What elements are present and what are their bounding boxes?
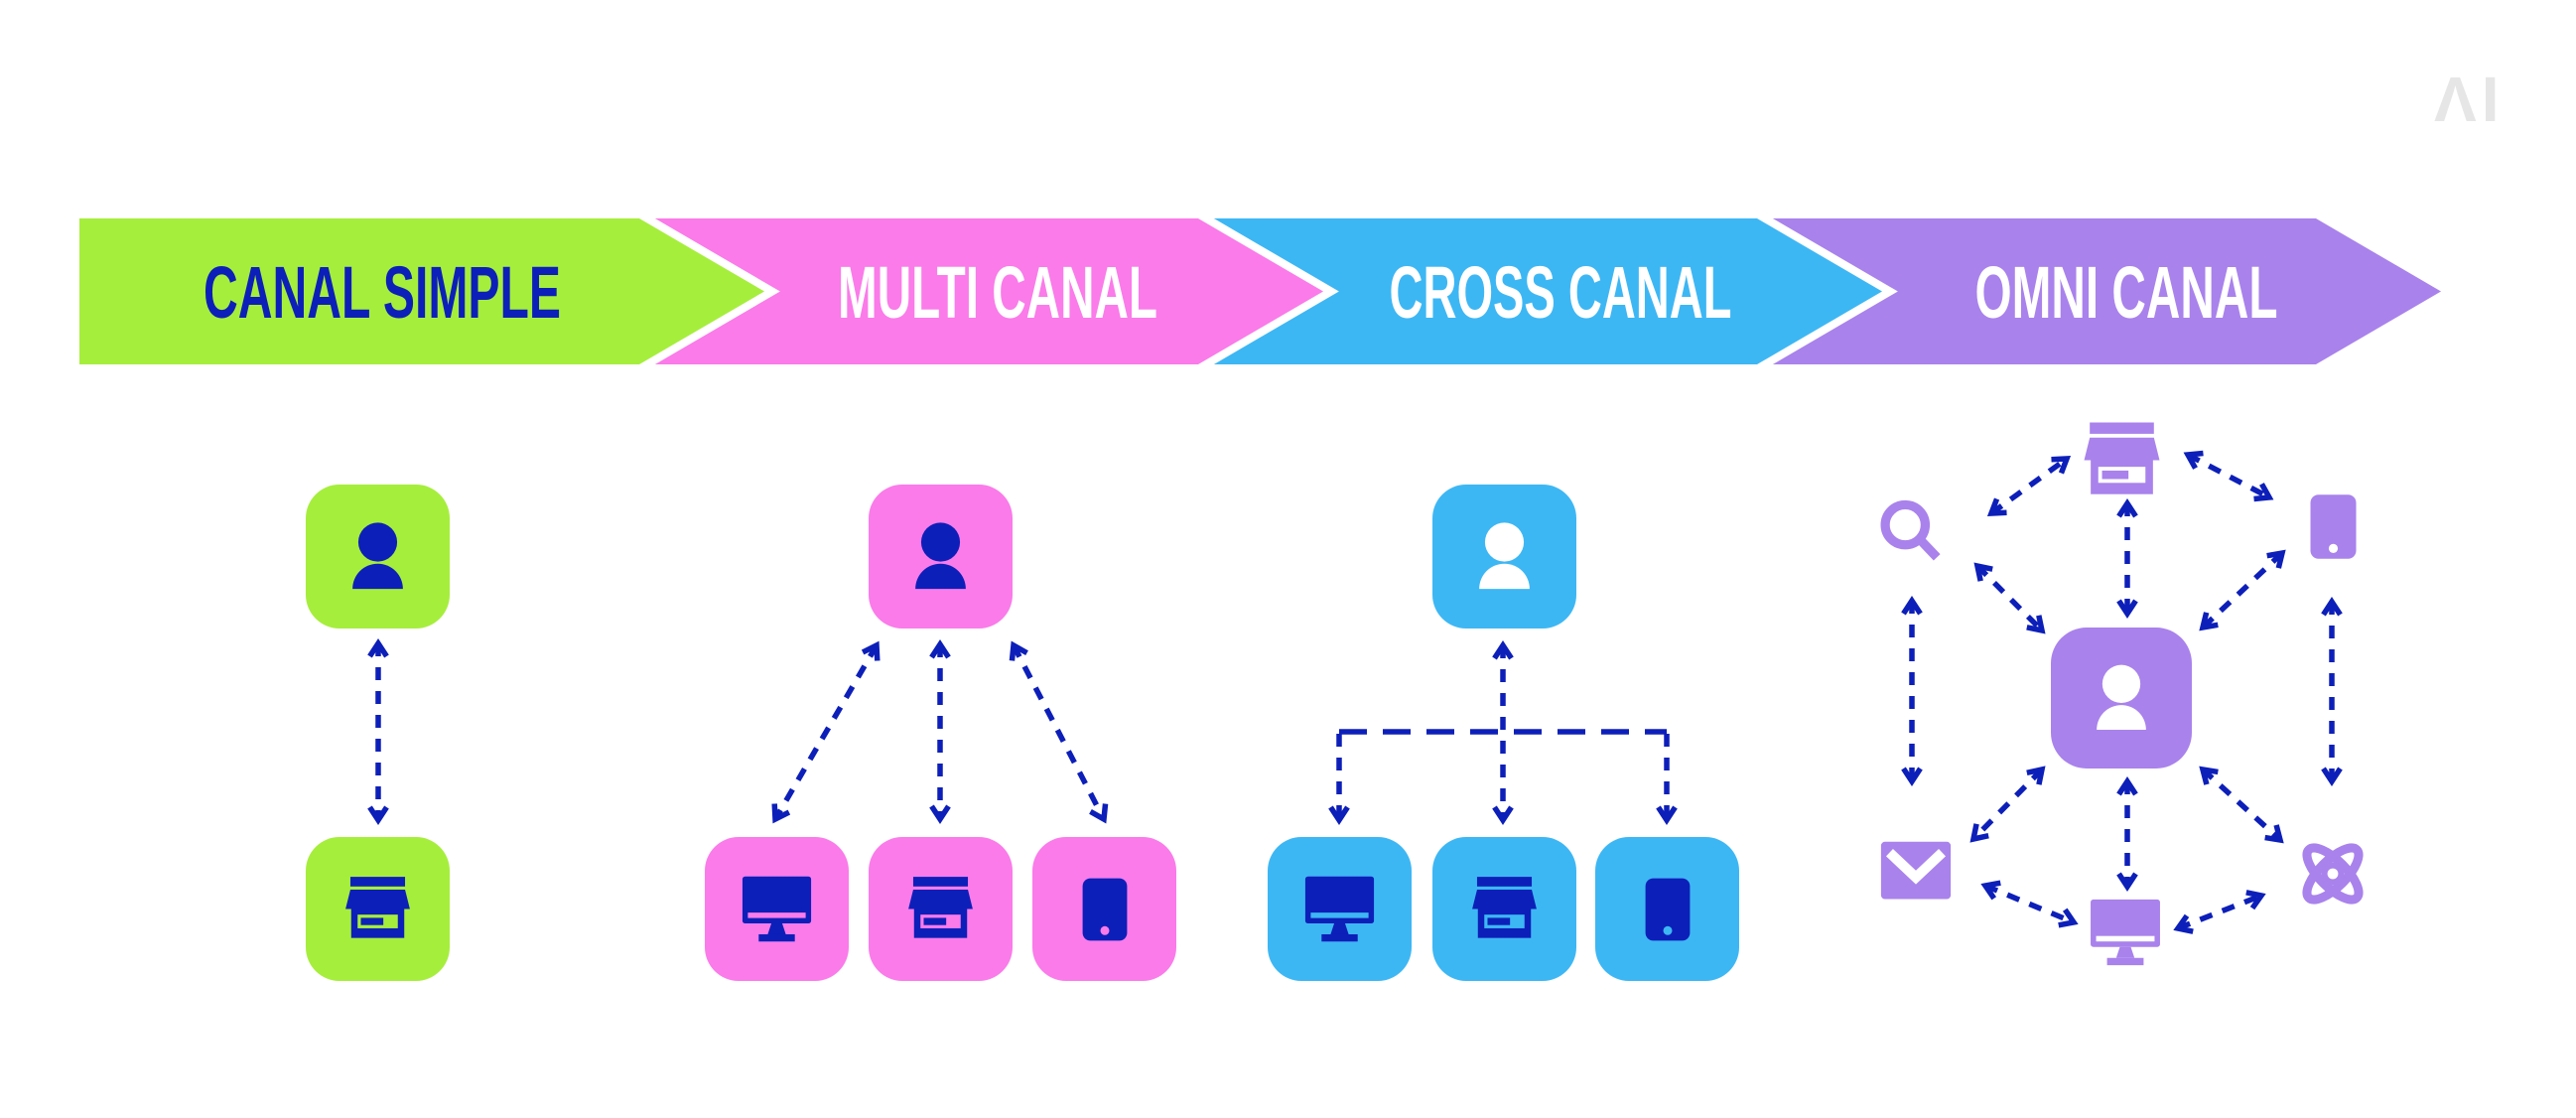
cross-phone-tile bbox=[1595, 837, 1739, 981]
phase-banner: CANAL SIMPLE MULTI CANAL CROSS CANAL OMN… bbox=[71, 218, 2457, 364]
computer-icon bbox=[732, 864, 822, 954]
arrow-omni-customer-mail bbox=[1969, 766, 2046, 843]
arrow-omni-customer-atom bbox=[2199, 766, 2284, 844]
simple-store-tile bbox=[306, 837, 450, 981]
multi-store-tile bbox=[869, 837, 1013, 981]
computer-icon bbox=[1294, 864, 1385, 954]
person-icon bbox=[869, 485, 1013, 629]
cross-store-tile bbox=[1432, 837, 1576, 981]
arrow-omni-mail-computer bbox=[1980, 880, 2079, 928]
atom-icon bbox=[2288, 829, 2377, 918]
arrow-omni-search-customer bbox=[1973, 562, 2046, 634]
simple-customer-tile bbox=[306, 485, 450, 629]
phase-arrow-canal-simple bbox=[71, 218, 780, 364]
person-icon bbox=[2051, 628, 2192, 769]
store-icon bbox=[2075, 413, 2169, 507]
person-icon bbox=[1432, 485, 1576, 629]
arrow-omni-search-store bbox=[1986, 456, 2072, 516]
multi-customer-tile bbox=[869, 485, 1013, 629]
store-icon bbox=[338, 869, 418, 949]
arrow-multi-customer-phone bbox=[1009, 640, 1109, 824]
arrow-omni-atom-computer bbox=[2173, 890, 2266, 934]
ai-logo: ΛI bbox=[2434, 64, 2505, 135]
phase-label-multi-canal: MULTI CANAL bbox=[838, 251, 1157, 334]
arrow-multi-customer-computer bbox=[771, 640, 881, 824]
omni-customer-tile bbox=[2051, 628, 2192, 769]
multi-computer-tile bbox=[705, 837, 849, 981]
multi-phone-tile bbox=[1032, 837, 1176, 981]
tablet-icon bbox=[2276, 470, 2390, 584]
phone-icon bbox=[1612, 854, 1723, 965]
cross-customer-tile bbox=[1432, 485, 1576, 629]
person-icon bbox=[306, 485, 450, 629]
store-icon bbox=[900, 869, 981, 949]
mail-icon bbox=[1877, 834, 1955, 911]
phase-label-cross-canal: CROSS CANAL bbox=[1390, 251, 1732, 334]
phone-icon bbox=[1049, 854, 1160, 965]
cross-computer-tile bbox=[1268, 837, 1412, 981]
arrow-omni-store-tablet bbox=[2183, 450, 2274, 502]
computer-icon bbox=[2080, 887, 2171, 978]
phase-label-omni-canal: OMNI CANAL bbox=[1975, 251, 2278, 334]
store-icon bbox=[1464, 869, 1545, 949]
phase-label-canal-simple: CANAL SIMPLE bbox=[203, 251, 561, 334]
arrow-omni-tablet-customer bbox=[2199, 549, 2286, 631]
search-icon bbox=[1870, 491, 1954, 575]
